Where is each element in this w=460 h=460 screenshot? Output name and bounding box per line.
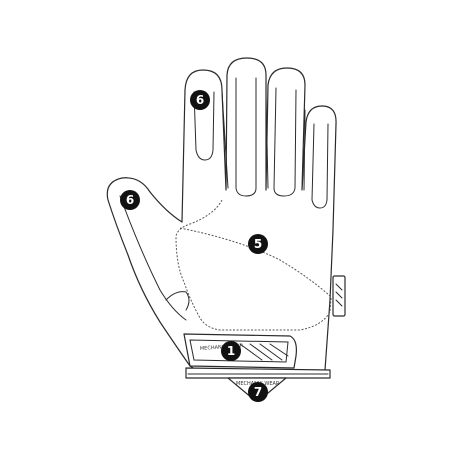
callout-7-pull-tab: 7	[248, 382, 268, 402]
finger-gusset-lines	[221, 91, 306, 191]
index-finger-seam	[193, 91, 215, 161]
glove-outline	[106, 57, 337, 373]
side-logo-mark	[335, 283, 343, 307]
svg-text:7: 7	[254, 385, 262, 399]
callout-6-thumb-tip: 6	[120, 190, 140, 210]
svg-text:6: 6	[126, 193, 134, 207]
svg-text:1: 1	[227, 344, 235, 358]
ring-finger-seam	[273, 87, 297, 197]
middle-finger-seam	[235, 77, 257, 197]
thumb-seam	[119, 195, 187, 321]
palm-panel-stitch	[175, 199, 332, 331]
palm-diagonal-stitch	[179, 227, 331, 297]
pinky-finger-seam	[311, 123, 329, 209]
wrist-strap-stripes	[239, 343, 289, 361]
thumb-base-seam	[165, 291, 190, 311]
side-logo-tag	[332, 275, 346, 317]
callout-6-index-fingertip: 6	[190, 90, 210, 110]
callout-1-closure: 1	[221, 341, 241, 361]
svg-text:6: 6	[196, 93, 204, 107]
wrist-strap-inner	[189, 339, 289, 363]
callout-5-palm-seam: 5	[248, 234, 268, 254]
glove-cuff	[185, 367, 331, 379]
svg-text:5: 5	[254, 237, 262, 251]
